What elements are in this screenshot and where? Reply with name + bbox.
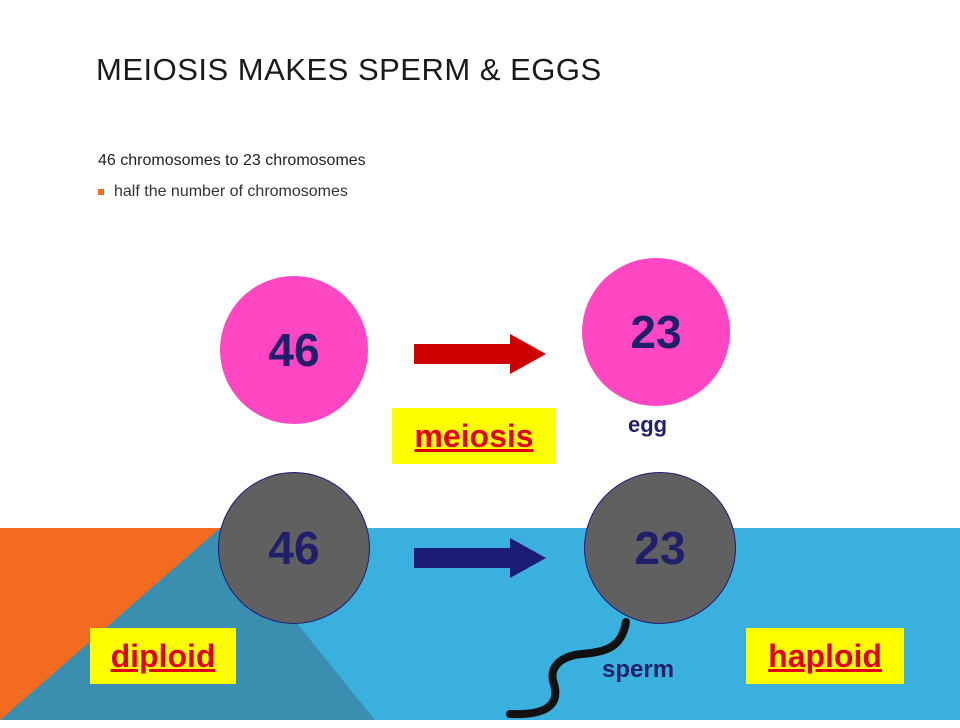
- diploid-label-box: diploid: [90, 628, 236, 684]
- haploid-label-box: haploid: [746, 628, 904, 684]
- sperm-count: 23: [634, 522, 686, 574]
- egg-cell: 23: [582, 258, 730, 406]
- bullet-text: half the number of chromosomes: [114, 183, 348, 200]
- egg-label: egg: [628, 412, 668, 437]
- diploid-cell-gray: 46: [218, 472, 370, 624]
- haploid-label: haploid: [768, 637, 882, 674]
- bullet-item: half the number of chromosomes: [98, 183, 348, 201]
- orange-triangle: [0, 528, 220, 720]
- sperm-tail: [506, 618, 630, 719]
- meiosis-label: meiosis: [414, 417, 534, 454]
- slide-title: Meiosis makes sperm & eggs: [96, 52, 602, 87]
- meiosis-arrow-navy: [414, 538, 546, 578]
- egg-count: 23: [630, 306, 682, 358]
- meiosis-arrow-red: [414, 334, 546, 374]
- diploid-label: diploid: [110, 637, 216, 674]
- diploid-count-bottom: 46: [268, 522, 320, 574]
- diploid-cell-pink: 46: [220, 276, 368, 424]
- sperm-cell-head: 23: [584, 472, 736, 624]
- sperm-label: sperm: [602, 656, 675, 683]
- slide-subtitle: 46 chromosomes to 23 chromosomes: [98, 152, 366, 169]
- meiosis-label-box: meiosis: [392, 408, 556, 464]
- bullet-square-icon: [98, 189, 104, 195]
- diploid-count-top: 46: [268, 324, 320, 376]
